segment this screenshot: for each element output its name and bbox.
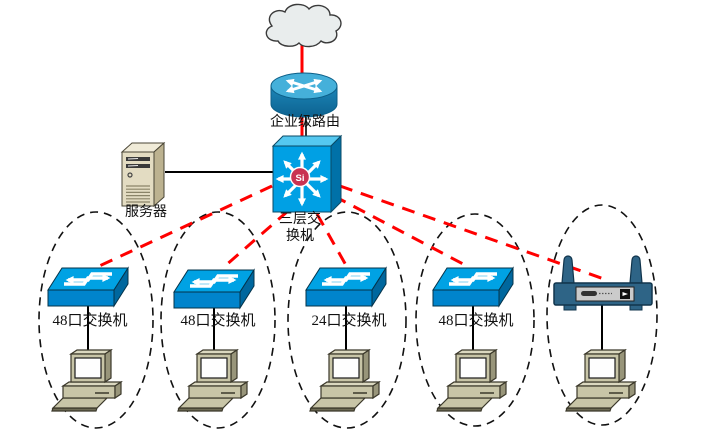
uplink-group-3 <box>315 213 349 268</box>
core-uplinks <box>94 184 605 281</box>
uplink-group-5 <box>339 184 605 281</box>
group-4-ellipse <box>415 213 535 427</box>
group-2-switch-icon[interactable] <box>174 270 254 308</box>
server-vent-grid <box>126 185 150 203</box>
group-3-pc-icon[interactable] <box>309 349 380 412</box>
group-5-pc-icon[interactable] <box>565 349 636 412</box>
router-arrows-icon <box>285 78 323 94</box>
group-1-ellipse <box>38 211 154 429</box>
group-2-ellipse <box>160 211 276 429</box>
group-3-switch-icon[interactable] <box>306 268 386 306</box>
group-4-pc-icon[interactable] <box>436 349 507 412</box>
uplink-group-4 <box>333 194 466 267</box>
group-3-ellipse <box>287 211 407 429</box>
group-4-switch-icon[interactable] <box>433 268 513 306</box>
group-2-pc-icon[interactable] <box>177 349 248 412</box>
si-badge <box>289 166 311 188</box>
server-tower-icon[interactable] <box>120 141 166 208</box>
uplink-group-2 <box>224 209 289 268</box>
wireless-ap-icon[interactable] <box>553 255 653 311</box>
group-1-switch-icon[interactable] <box>48 268 128 306</box>
access-links <box>87 303 603 356</box>
links <box>87 40 605 356</box>
cloud-icon[interactable] <box>265 3 342 48</box>
router-icon[interactable] <box>270 72 338 118</box>
group-5-ellipse <box>546 204 658 426</box>
layer3-switch-icon[interactable]: Si <box>271 134 343 214</box>
group-1-pc-icon[interactable] <box>51 349 122 412</box>
ap-panel-port <box>581 291 597 296</box>
uplink-group-1 <box>94 184 273 270</box>
si-badge-label: Si <box>296 173 305 184</box>
group-boundaries <box>38 204 658 429</box>
